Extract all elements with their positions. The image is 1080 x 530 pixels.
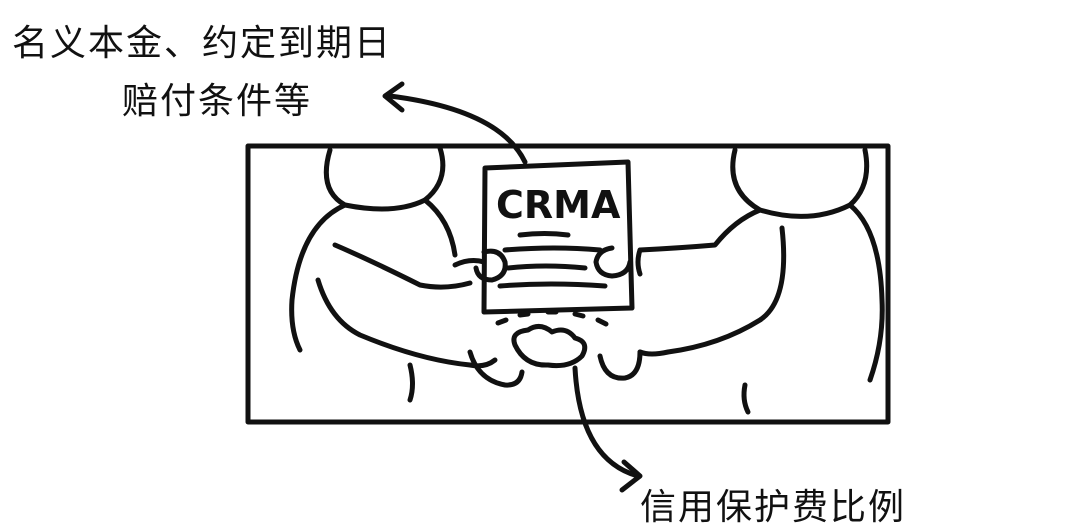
right-person-head	[730, 147, 870, 219]
annotation-top-line-1: 名义本金、约定到期日	[12, 23, 393, 64]
right-person	[593, 147, 885, 415]
right-person-upper-arm	[637, 207, 763, 253]
annotation-bottom: 信用保护费比例	[640, 487, 907, 528]
left-person	[289, 145, 525, 403]
right-person-cuff	[635, 247, 643, 277]
annotation-top-line-2: 赔付条件等	[122, 81, 313, 122]
document-line-3	[505, 263, 588, 271]
right-person-hand-doc	[593, 245, 633, 279]
document-line-2	[502, 245, 603, 253]
panel-frame	[245, 143, 891, 425]
left-person-side	[407, 362, 415, 403]
right-person-side	[741, 382, 751, 415]
fee-sparkle-dashes	[495, 309, 609, 327]
left-person-hand-bottom	[467, 349, 525, 388]
fee-pouch	[495, 309, 609, 369]
arrow-to-bottom-annotation	[572, 365, 643, 493]
arrow-bottom-head	[619, 459, 643, 493]
left-person-head	[323, 145, 446, 212]
arrow-to-top-annotation	[382, 81, 528, 165]
document-line-4	[497, 281, 608, 289]
left-person-cuff	[452, 258, 487, 268]
arrow-top-head	[382, 81, 405, 113]
left-person-upper-arm	[332, 242, 473, 290]
right-person-back	[847, 202, 885, 383]
right-person-hand-bottom	[597, 349, 643, 381]
left-person-lower-arm	[315, 277, 498, 369]
document-outline	[481, 159, 635, 315]
document-line-1	[517, 231, 571, 238]
arrow-bottom-line	[572, 365, 641, 479]
right-person-lower-arm	[637, 225, 787, 357]
document-title: CRMA	[496, 183, 621, 227]
fee-pouch-outline	[511, 324, 588, 369]
left-person-back	[289, 202, 348, 353]
left-person-hand-doc	[473, 248, 508, 283]
left-person-shoulder	[422, 197, 458, 258]
arrow-top-line	[387, 93, 528, 165]
crma-document: CRMA	[481, 159, 635, 315]
